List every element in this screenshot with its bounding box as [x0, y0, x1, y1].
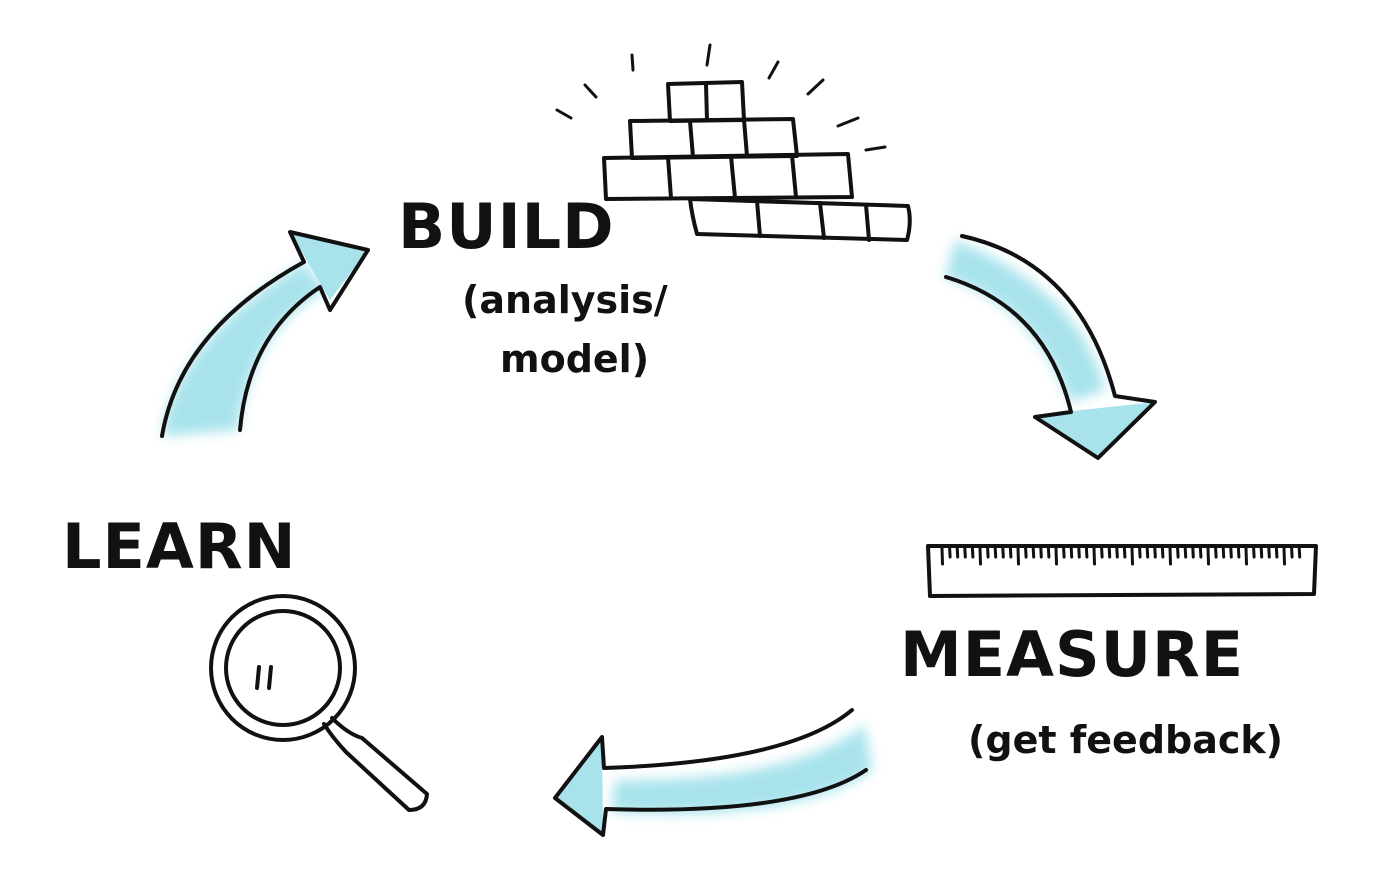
ruler-tick — [963, 546, 967, 559]
ruler-tick — [1145, 546, 1150, 559]
ruler-tick — [1046, 546, 1051, 559]
ruler-tick — [1290, 546, 1294, 559]
build-sub-label-line-1: (analysis/ — [462, 278, 668, 322]
ruler-tick — [1244, 546, 1248, 566]
ruler-tick — [1031, 546, 1036, 559]
magnifying-glass-icon — [209, 594, 429, 812]
ruler-tick — [1198, 546, 1203, 559]
brick-wall-icon — [555, 43, 912, 242]
ruler-tick — [1282, 546, 1286, 566]
ruler-tick — [1039, 546, 1043, 559]
ruler-tick — [940, 546, 944, 566]
ruler-tick — [1168, 546, 1172, 566]
ruler-tick — [1267, 546, 1271, 559]
ruler-icon — [926, 544, 1318, 598]
ruler-tick — [1054, 546, 1058, 566]
measure-sub-label: (get feedback) — [968, 718, 1283, 762]
ruler-tick — [1062, 546, 1066, 559]
ruler-tick — [1024, 546, 1028, 559]
arrow-down-right-icon — [944, 234, 1157, 460]
ruler-tick — [1176, 546, 1180, 559]
ruler-tick — [1130, 546, 1134, 566]
ruler-tick — [1206, 546, 1210, 566]
learn-label: LEARN — [62, 510, 296, 583]
ruler-tick — [993, 546, 998, 559]
ruler-tick — [1001, 546, 1005, 559]
ruler-tick — [1008, 546, 1013, 559]
ruler-tick — [1183, 546, 1188, 559]
ruler-tick — [955, 546, 960, 559]
ruler-tick — [1191, 546, 1195, 559]
measure-label: MEASURE — [900, 618, 1244, 691]
ruler-tick — [1077, 546, 1081, 559]
ruler-tick — [1274, 546, 1279, 559]
ruler-tick — [1138, 546, 1142, 559]
ruler-tick — [1153, 546, 1157, 559]
ruler-tick — [1229, 546, 1233, 559]
sparkle-lines — [555, 43, 887, 152]
ruler-tick — [1016, 546, 1020, 566]
ruler-tick — [1100, 546, 1104, 559]
ruler-tick — [1122, 546, 1127, 559]
ruler-tick — [1092, 546, 1096, 566]
ruler-tick — [1297, 546, 1302, 559]
ruler-tick — [1069, 546, 1074, 559]
ruler-tick — [970, 546, 975, 559]
arrow-up-right-icon — [160, 230, 370, 438]
ruler-tick — [978, 546, 982, 566]
ruler-tick — [1084, 546, 1089, 559]
ruler-tick — [1259, 546, 1264, 559]
ruler-tick — [1221, 546, 1226, 559]
ruler-tick — [948, 546, 952, 559]
ruler-tick — [1236, 546, 1241, 559]
arrow-left-icon — [553, 708, 872, 837]
build-label: BUILD — [398, 190, 615, 263]
ruler-tick — [1160, 546, 1165, 559]
ruler-ticks — [940, 546, 1302, 566]
ruler-tick — [1214, 546, 1218, 559]
ruler-tick — [1107, 546, 1112, 559]
ruler-tick — [986, 546, 990, 559]
ruler-tick — [1115, 546, 1119, 559]
ruler-tick — [1252, 546, 1256, 559]
build-sub-label-line-2: model) — [500, 337, 649, 381]
